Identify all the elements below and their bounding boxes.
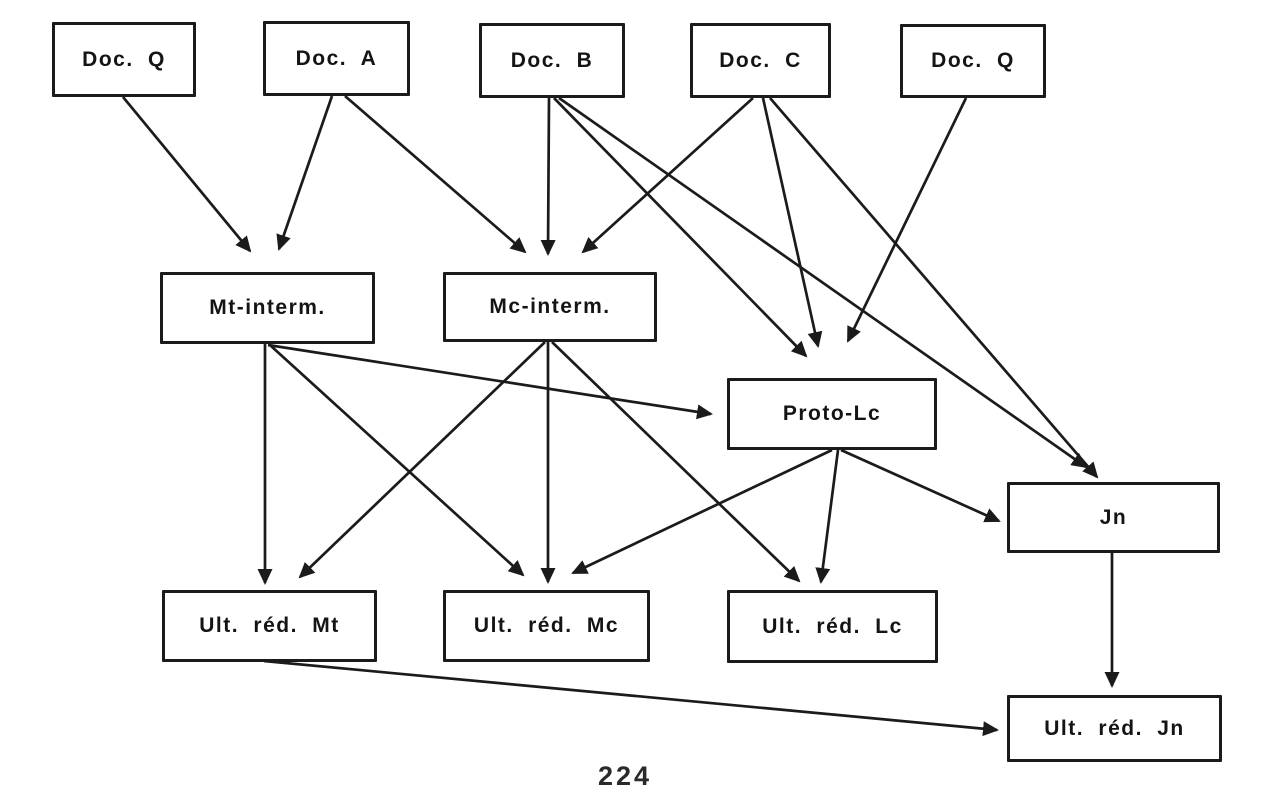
- node-ult-red-mt: Ult. réd. Mt: [162, 590, 377, 662]
- edge-proto-lc-to-ult-red-lc: [815, 449, 840, 584]
- node-doc-b: Doc. B: [479, 23, 625, 98]
- node-label: Doc. C: [719, 48, 802, 72]
- node-label: Ult. réd. Jn: [1044, 716, 1185, 740]
- node-label: Ult. réd. Mt: [199, 614, 340, 637]
- node-label: Doc. Q: [931, 49, 1015, 72]
- node-label: Doc. A: [295, 46, 378, 70]
- node-mt-interm: Mt-interm.: [160, 272, 375, 344]
- edge-mt-interm-to-proto-lc: [267, 343, 713, 420]
- node-proto-lc: Proto-Lc: [727, 378, 937, 450]
- arrow-layer: [121, 94, 1120, 737]
- edge-doc-b-to-proto-lc: [553, 97, 808, 358]
- edge-proto-lc-to-ult-red-mc: [571, 448, 833, 575]
- node-label: Ult. réd. Lc: [762, 614, 903, 638]
- page-number: 224: [598, 761, 653, 791]
- node-doc-c: Doc. C: [690, 23, 831, 98]
- edge-doc-b-to-jn: [558, 96, 1088, 469]
- node-ult-red-lc: Ult. réd. Lc: [727, 590, 938, 663]
- node-doc-a: Doc. A: [263, 21, 410, 96]
- edge-ult-red-mt-to-ult-red-jn: [263, 659, 999, 737]
- edge-doc-a-to-mc-interm: [344, 94, 527, 254]
- node-doc-q-right: Doc. Q: [900, 24, 1046, 98]
- node-ult-red-jn: Ult. réd. Jn: [1007, 695, 1222, 762]
- edge-doc-c-to-mc-interm: [581, 96, 754, 254]
- edge-doc-c-to-jn: [768, 97, 1099, 479]
- edge-doc-c-to-proto-lc: [761, 97, 823, 348]
- node-label: Mc-interm.: [489, 295, 611, 318]
- edge-doc-a-to-mt-interm: [276, 95, 334, 251]
- node-label: Ult. réd. Mc: [473, 614, 620, 637]
- edge-mc-interm-to-ult-red-mt: [298, 341, 546, 579]
- edge-mc-interm-to-ult-red-lc: [551, 341, 801, 583]
- node-mc-interm: Mc-interm.: [443, 272, 657, 342]
- edge-doc-q-right-to-proto-lc: [846, 97, 968, 343]
- node-label: Doc. Q: [82, 47, 166, 71]
- edge-mt-interm-to-ult-red-mc: [270, 345, 525, 577]
- node-layer: Doc. Q Doc. A Doc. B Doc. C Doc. Q Mt-interm.…: [52, 21, 1222, 762]
- node-label: Jn: [1099, 505, 1128, 529]
- scanned-page: Doc. Q Doc. A Doc. B Doc. C Doc. Q Mt-interm.…: [52, 21, 1222, 791]
- edge-doc-b-to-mc-interm: [540, 97, 556, 256]
- edge-proto-lc-to-jn: [840, 448, 1001, 523]
- node-label: Doc. B: [510, 48, 594, 72]
- node-label: Mt-interm.: [209, 296, 326, 319]
- node-jn: Jn: [1007, 482, 1220, 553]
- node-doc-q-left: Doc. Q: [52, 22, 196, 97]
- edge-doc-q-left-to-mt-interm: [121, 96, 252, 253]
- node-ult-red-mc: Ult. réd. Mc: [443, 590, 650, 662]
- node-label: Proto-Lc: [782, 402, 882, 425]
